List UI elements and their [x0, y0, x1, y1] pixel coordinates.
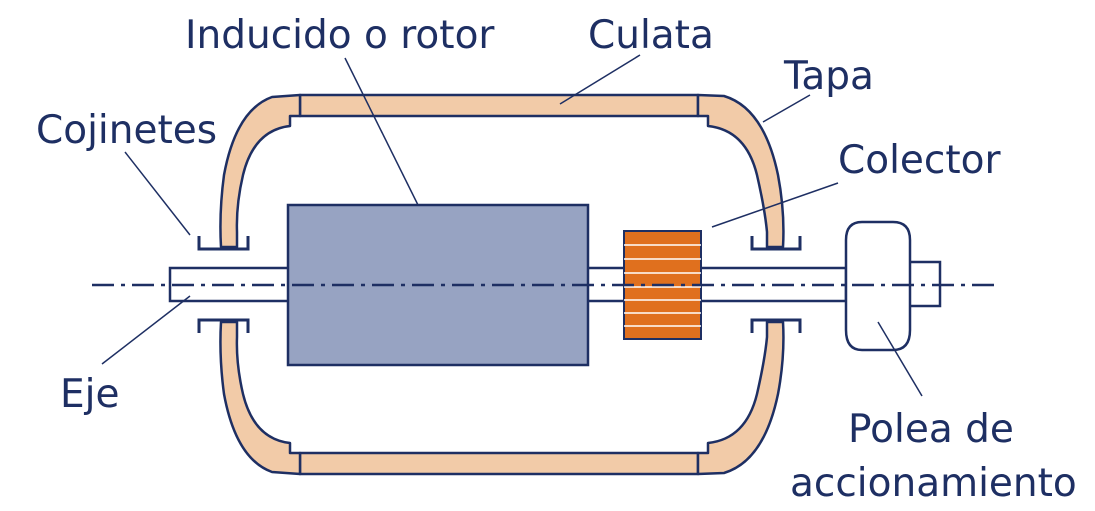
leader-yoke: [559, 54, 641, 105]
label-rotor: Inducido o rotor: [185, 13, 495, 58]
right-bearing-top: [750, 236, 802, 251]
leader-pulley: [877, 321, 923, 397]
leader-bearings: [124, 151, 191, 236]
left-bearing-top: [197, 236, 250, 251]
right-cover-bottom: [696, 320, 785, 476]
left-bearing-bottom: [197, 318, 250, 333]
leader-shaft: [101, 295, 191, 365]
label-shaft: Eje: [60, 372, 119, 417]
leader-cover: [762, 94, 811, 123]
pulley: [844, 220, 912, 352]
right-cover-top: [696, 93, 785, 249]
right-bearing-bottom: [750, 318, 802, 333]
yoke-bottom-bar: [298, 451, 700, 476]
label-pulley-line1: Polea de: [848, 407, 1014, 452]
label-yoke: Culata: [588, 13, 714, 58]
label-pulley-line2: accionamiento: [790, 461, 1077, 506]
label-bearings: Cojinetes: [36, 108, 217, 153]
yoke-top-bar: [298, 93, 700, 118]
label-cover: Tapa: [783, 54, 874, 99]
leader-rotor: [344, 57, 419, 206]
left-cover-top: [219, 93, 302, 249]
leader-commutator: [711, 182, 839, 228]
left-cover-bottom: [219, 320, 302, 476]
label-commutator: Colector: [838, 138, 1002, 183]
